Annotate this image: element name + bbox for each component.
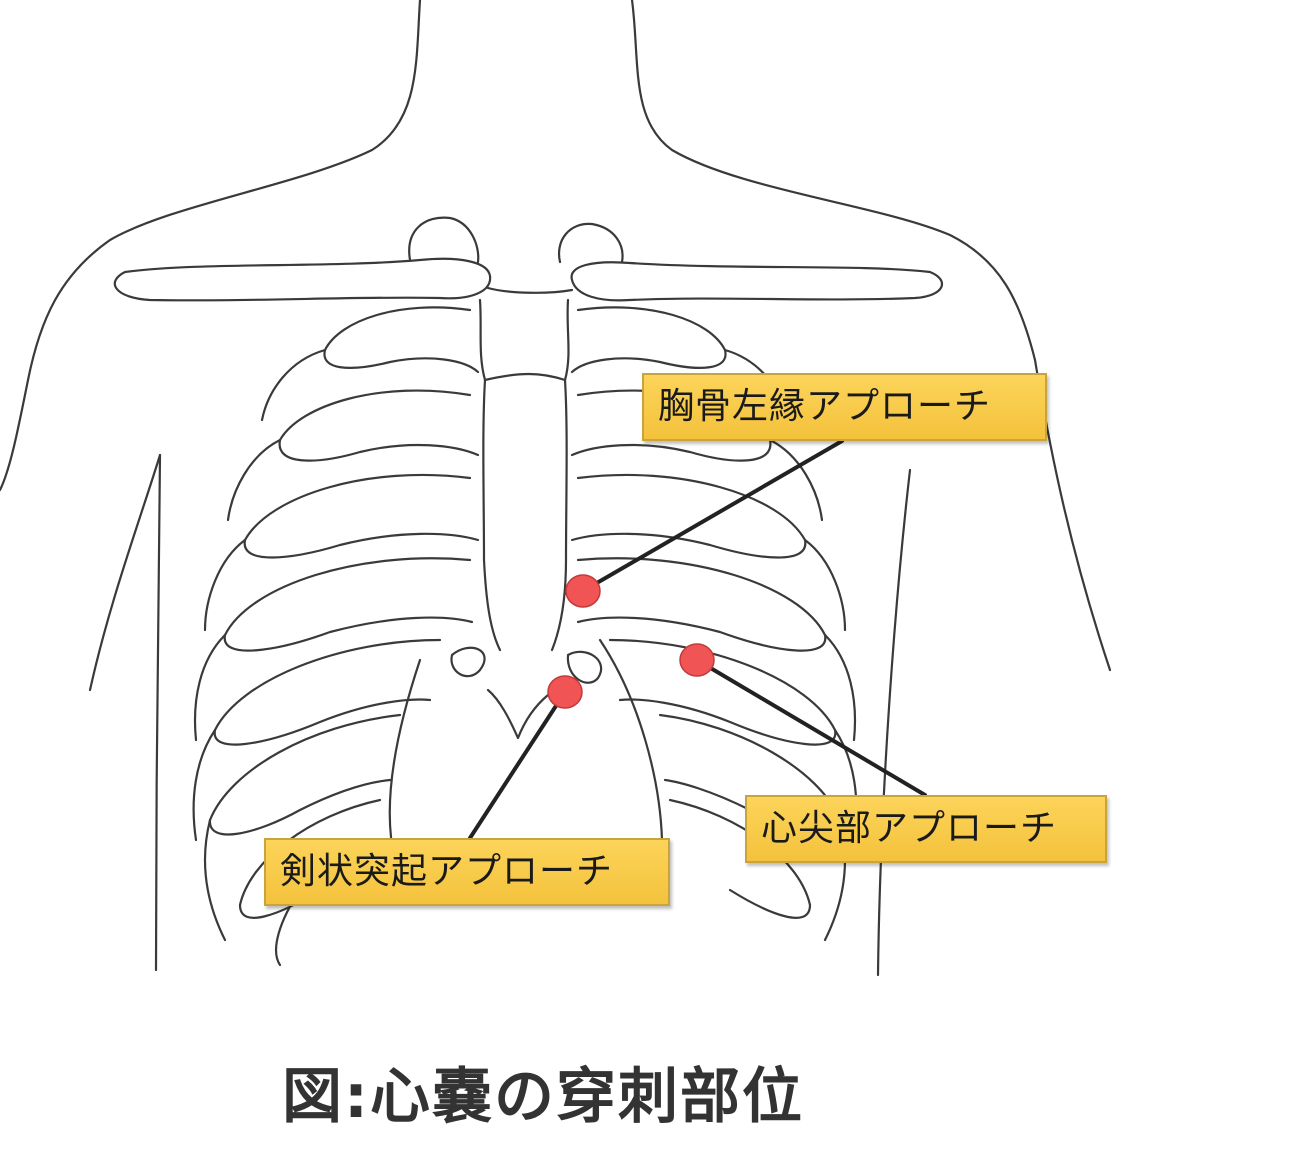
left-arm-contour	[88, 453, 162, 692]
puncture-point-xiphoid	[547, 675, 583, 709]
left-clavicle	[113, 257, 492, 302]
left-ribs	[192, 306, 480, 967]
sternum	[478, 298, 570, 652]
neck-left-outline	[0, 0, 422, 492]
label-text: 心尖部アプローチ	[761, 808, 1058, 849]
left-torso-side	[154, 453, 162, 972]
manubrium-notch	[486, 286, 574, 294]
label-text: 剣状突起アプローチ	[280, 851, 614, 892]
pointer-line-apical	[695, 658, 927, 797]
puncture-point-apical	[679, 643, 715, 677]
right-torso-side	[876, 468, 912, 977]
right-clavicle	[570, 261, 943, 302]
pointer-line-sternal	[581, 439, 844, 593]
pointer-line-xiphoid	[468, 690, 567, 840]
left-costal-arch	[388, 658, 422, 862]
label-xiphoid-approach: 剣状突起アプローチ	[264, 838, 670, 906]
label-sternal-left-approach: 胸骨左縁アプローチ	[642, 373, 1047, 441]
puncture-point-sternal	[565, 574, 601, 608]
xiphoid	[450, 646, 486, 678]
right-costal-arch	[598, 638, 664, 842]
label-apical-approach: 心尖部アプローチ	[745, 795, 1107, 863]
label-text: 胸骨左縁アプローチ	[658, 386, 992, 427]
neck-right-outline	[630, 0, 1037, 362]
figure-caption: 図:心嚢の穿刺部位	[282, 1062, 804, 1132]
